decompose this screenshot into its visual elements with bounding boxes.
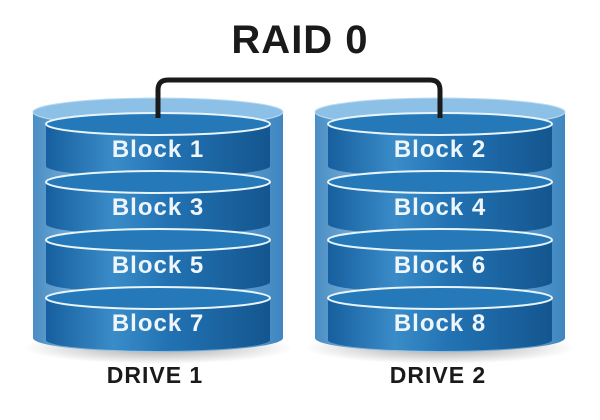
block-top	[45, 286, 271, 310]
drive-label-2: DRIVE 2	[389, 362, 487, 388]
block-body	[328, 124, 552, 177]
block-label: Block 8	[394, 310, 486, 337]
block-body	[46, 298, 270, 351]
diagram-title: RAID 0	[231, 18, 369, 62]
block-body	[46, 240, 270, 293]
block-top	[45, 170, 271, 194]
data-block: Block 8	[327, 286, 553, 351]
block-body	[328, 298, 552, 351]
block-label: Block 6	[394, 252, 486, 279]
block-label: Block 1	[112, 136, 204, 163]
data-block: Block 3	[45, 170, 271, 235]
block-label: Block 3	[112, 194, 204, 221]
block-body	[328, 182, 552, 235]
data-block: Block 2	[327, 112, 553, 177]
block-label: Block 4	[394, 194, 486, 221]
block-top	[45, 228, 271, 252]
data-block: Block 7	[45, 286, 271, 351]
block-label: Block 7	[112, 310, 204, 337]
stripe-connector	[155, 77, 443, 118]
block-body	[46, 182, 270, 235]
drive-label-1: DRIVE 1	[106, 362, 204, 388]
block-label: Block 2	[394, 136, 486, 163]
block-top	[327, 286, 553, 310]
drive-2: Block 2 Block 4 Block 6 Block 8	[305, 97, 575, 364]
data-block: Block 4	[327, 170, 553, 235]
block-body	[328, 240, 552, 293]
block-top	[327, 228, 553, 252]
block-label: Block 5	[112, 252, 204, 279]
drive-1: Block 1 Block 3 Block 5 Block 7	[23, 97, 293, 364]
data-block: Block 6	[327, 228, 553, 293]
block-top	[327, 170, 553, 194]
block-body	[46, 124, 270, 177]
data-block: Block 1	[45, 112, 271, 177]
data-block: Block 5	[45, 228, 271, 293]
